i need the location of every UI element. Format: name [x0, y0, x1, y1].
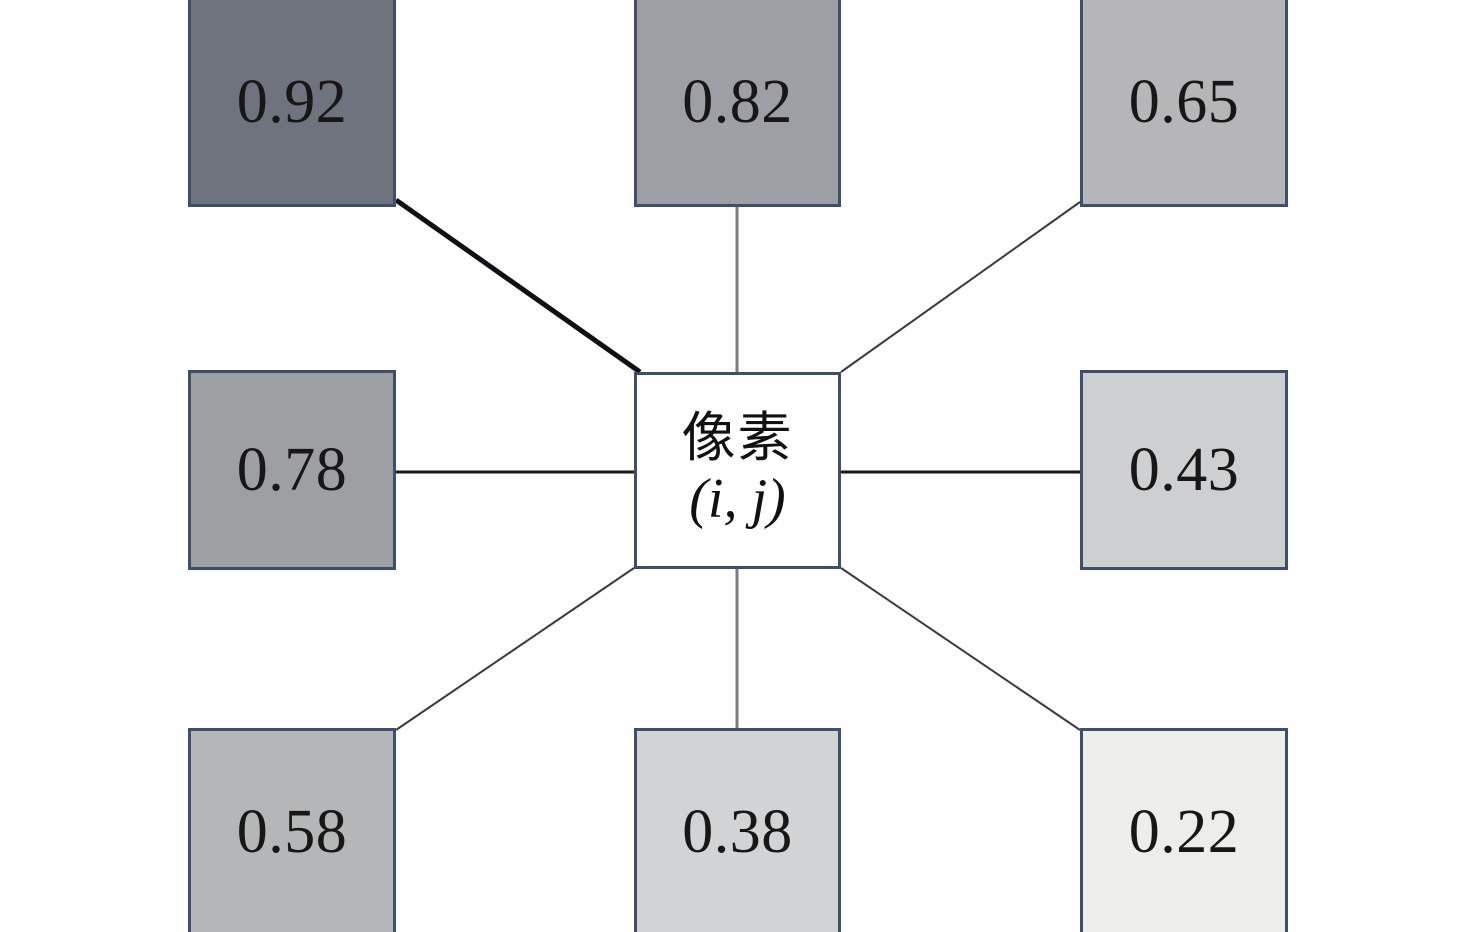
neighbor-node-bottom-right[interactable]: 0.22 [1080, 728, 1288, 932]
center-pixel-node[interactable]: 像素 (i, j) [634, 372, 841, 569]
edge-bottom-left [395, 567, 635, 731]
neighbor-node-top-left[interactable]: 0.92 [188, 0, 396, 207]
neighbor-value-bottom-right: 0.22 [1128, 797, 1240, 866]
neighbor-node-middle-right[interactable]: 0.43 [1080, 370, 1288, 570]
edge-top-left [394, 197, 642, 375]
neighbor-value-top-right: 0.65 [1128, 68, 1240, 136]
neighbor-value-middle-right: 0.43 [1128, 436, 1240, 504]
neighbor-node-bottom-left[interactable]: 0.58 [188, 728, 396, 932]
neighbor-node-top-center[interactable]: 0.82 [634, 0, 841, 207]
neighbor-node-bottom-center[interactable]: 0.38 [634, 728, 841, 932]
neighbor-value-middle-left: 0.78 [236, 436, 348, 504]
neighbor-value-top-center: 0.82 [682, 68, 793, 136]
edge-bottom-right [840, 567, 1081, 731]
neighbor-value-bottom-left: 0.58 [236, 797, 348, 866]
neighbor-value-top-left: 0.92 [236, 68, 348, 136]
neighbor-node-middle-left[interactable]: 0.78 [188, 370, 396, 570]
edge-top-right [840, 201, 1081, 373]
center-pixel-coords: (i, j) [689, 468, 786, 531]
neighbor-value-bottom-center: 0.38 [682, 797, 793, 866]
center-pixel-label: 像素 [681, 406, 794, 470]
neighbor-node-top-right[interactable]: 0.65 [1080, 0, 1288, 207]
